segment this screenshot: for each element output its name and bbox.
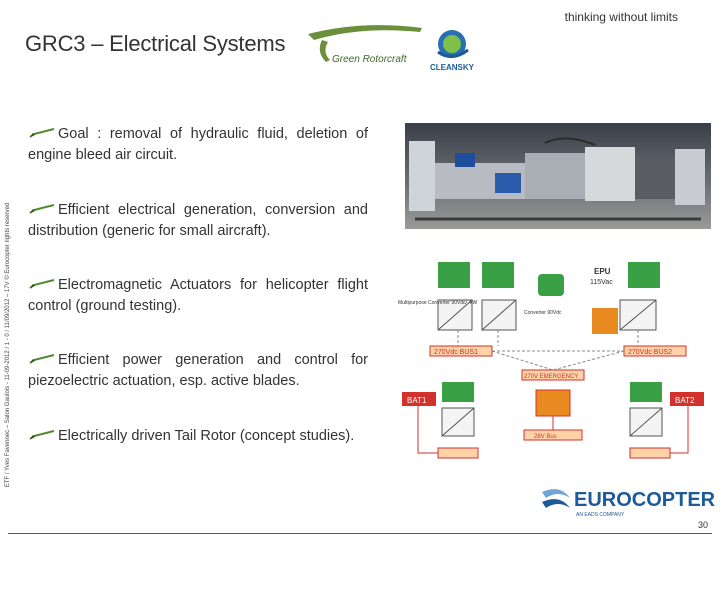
pencil-bullet-icon	[29, 430, 55, 440]
logo-text: Green Rotorcraft	[332, 54, 408, 65]
electrical-architecture-diagram: EPU 115Vac Multipurpose Converter 90Vdc/…	[398, 258, 710, 466]
pencil-bullet-icon	[29, 128, 55, 138]
emergency-bar	[521, 369, 585, 381]
epu-label: EPU	[594, 267, 611, 276]
cleansky-text: CLEANSKY	[430, 63, 475, 72]
brand-name: EUROCOPTER	[574, 489, 715, 511]
bullet-item: Goal : removal of hydraulic fluid, delet…	[28, 124, 368, 166]
bat1-block	[402, 392, 436, 406]
bullet-text: Goal : removal of hydraulic fluid, delet…	[28, 126, 368, 163]
bullet-text: Efficient electrical generation, convers…	[28, 202, 368, 239]
bullet-item: Electromagnetic Actuators for helicopter…	[28, 275, 368, 317]
bullet-item: Electrically driven Tail Rotor (concept …	[28, 426, 368, 447]
emergency-label: 270V EMERGENCY	[524, 374, 578, 380]
bus-bar	[437, 447, 479, 459]
brand-sub: AN EADS COMPANY	[576, 512, 625, 518]
converter-mid-label: Converter 90Vdc	[524, 310, 562, 316]
bullet-item: Efficient electrical generation, convers…	[28, 200, 368, 242]
bullet-item: Efficient power generation and control f…	[28, 350, 368, 392]
tagline: thinking without limits	[564, 10, 678, 24]
page-title: GRC3 – Electrical Systems	[25, 31, 286, 56]
side-note: ETF / Yves Favennec – Salon Gaulois - 11…	[5, 202, 11, 488]
bus-bar	[629, 447, 671, 459]
bat1-label: BAT1	[407, 396, 427, 405]
load-bus-label: 28V Bus	[534, 434, 557, 440]
bullet-text: Efficient power generation and control f…	[28, 352, 368, 389]
generator-block	[630, 382, 662, 402]
pencil-bullet-icon	[29, 279, 55, 289]
generator-block	[438, 262, 470, 288]
epu-voltage: 115Vac	[590, 279, 613, 286]
bus1-label: 270Vdc BUS1	[434, 349, 478, 356]
bullet-text: Electrically driven Tail Rotor (concept …	[58, 428, 355, 444]
bullet-text: Electromagnetic Actuators for helicopter…	[28, 277, 368, 314]
generator-block	[628, 262, 660, 288]
generator-block	[442, 382, 474, 402]
pencil-bullet-icon	[29, 354, 55, 364]
orange-converter	[592, 308, 618, 334]
bat2-block	[670, 392, 704, 406]
footer-divider	[8, 533, 712, 534]
eurocopter-logo: EUROCOPTER AN EADS COMPANY	[542, 489, 715, 518]
page-number: 30	[697, 520, 708, 530]
bus2-label: 270Vdc BUS2	[628, 349, 672, 356]
generator-block	[538, 274, 564, 296]
bat2-label: BAT2	[675, 396, 695, 405]
green-rotorcraft-logo: Green Rotorcraft CLEANSKY	[308, 25, 475, 72]
generator-block	[482, 262, 514, 288]
converter-left-label: Multipurpose Converter 90Vdc/ -kW	[398, 300, 477, 306]
test-rig-photo	[405, 123, 711, 229]
pencil-bullet-icon	[29, 204, 55, 214]
orange-converter	[535, 389, 571, 417]
